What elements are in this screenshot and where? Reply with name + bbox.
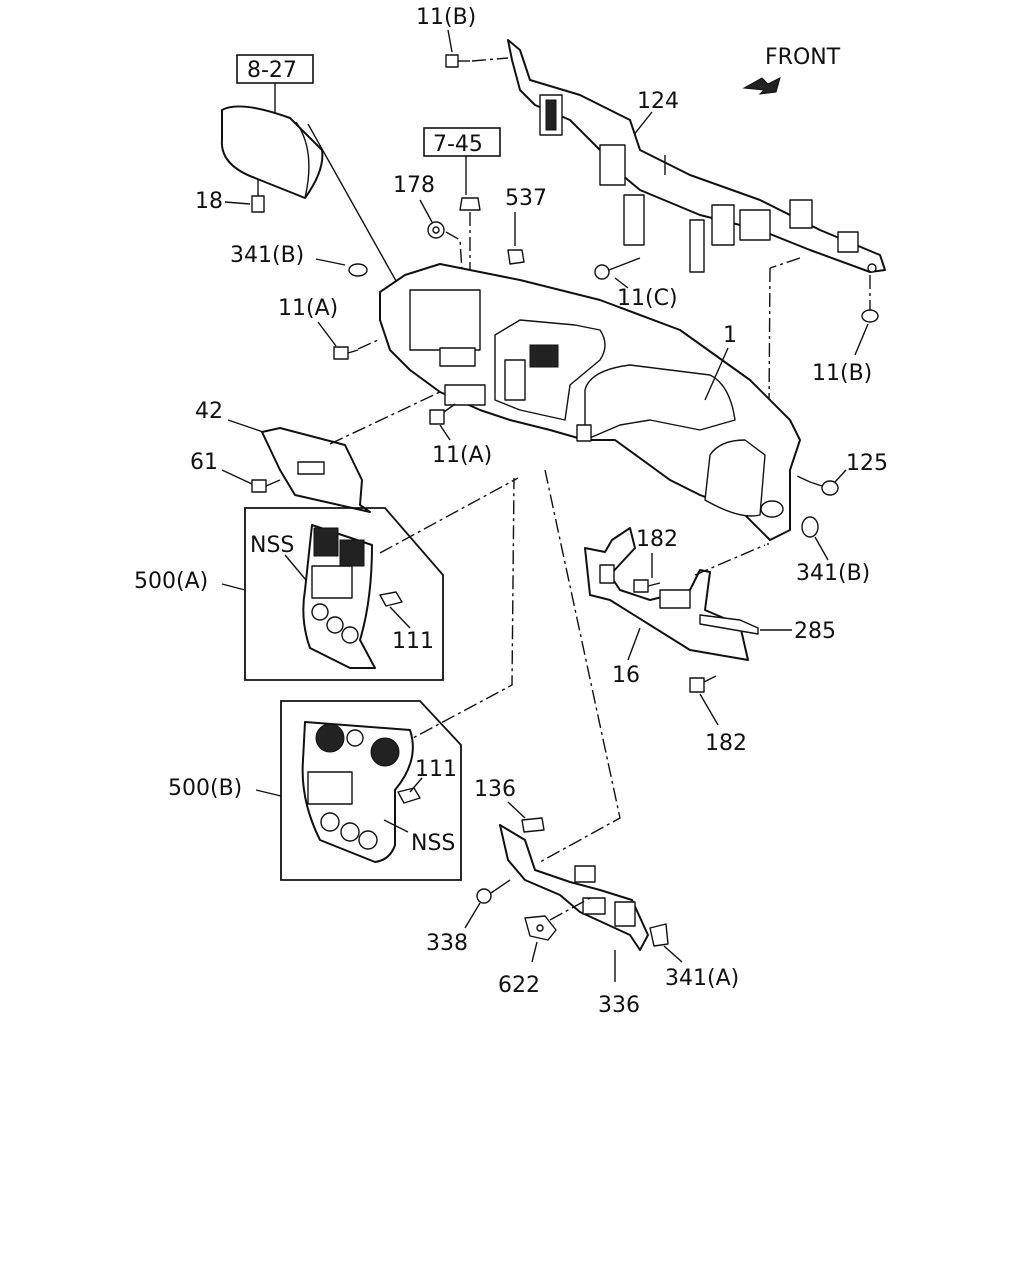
part-285-label: 285	[794, 619, 836, 644]
nut-537-icon	[507, 249, 525, 265]
clip-111a-icon	[379, 591, 403, 607]
part-124-label: 124	[637, 89, 679, 114]
ref-label-8-27: 8-27	[247, 58, 297, 83]
part-182-bottom-label: 182	[705, 731, 747, 756]
part-500b-label: 500(B)	[168, 776, 242, 801]
part-500a-label: 500(A)	[134, 569, 208, 594]
part-341b-right-label: 341(B)	[796, 561, 870, 586]
plug-341b-left-icon	[348, 263, 368, 277]
part-136-label: 136	[474, 777, 516, 802]
inset-500a-frame	[244, 507, 444, 681]
part-11a-left-label: 11(A)	[278, 296, 338, 321]
airbag-module	[220, 105, 324, 199]
ref-box-7-45	[423, 127, 501, 157]
part-182-top-label: 182	[636, 527, 678, 552]
part-16-label: 16	[612, 663, 640, 688]
part-341b-left-label: 341(B)	[230, 243, 304, 268]
part-336-label: 336	[598, 993, 640, 1018]
bolt-11b-top-icon	[445, 54, 470, 68]
part-338-label: 338	[426, 931, 468, 956]
bolt-125-icon	[809, 480, 839, 496]
nss-a-label: NSS	[250, 533, 294, 558]
switch-622-icon	[524, 915, 557, 941]
screw-18-icon	[251, 180, 265, 213]
bolt-11c-icon	[594, 257, 641, 280]
screw-338-icon	[476, 879, 511, 904]
part-125-label: 125	[846, 451, 888, 476]
bolt-182-bottom-icon	[689, 675, 717, 693]
part-622-label: 622	[498, 973, 540, 998]
nut-178-icon	[427, 221, 445, 239]
part-178-label: 178	[393, 173, 435, 198]
panel-display-icon	[529, 344, 559, 368]
bolt-182-top-icon	[633, 579, 661, 593]
part-11b-right-label: 11(B)	[812, 361, 872, 386]
part-11c-label: 11(C)	[617, 286, 678, 311]
bracket-285	[699, 614, 759, 635]
plug-341b-right-icon	[801, 516, 819, 538]
front-arrow-icon	[742, 77, 781, 95]
part-11b-top-label: 11(B)	[416, 5, 476, 30]
clip-111b-icon	[397, 787, 421, 804]
part-111a-label: 111	[392, 629, 434, 654]
part-11a-mid-label: 11(A)	[432, 443, 492, 468]
inset-500b-frame	[280, 700, 462, 881]
screw-61-icon	[251, 479, 281, 493]
plug-341a-icon	[649, 923, 669, 947]
bolt-11b-right-icon	[861, 300, 879, 323]
beam-brackets	[539, 94, 877, 273]
lower-cover-336	[499, 824, 649, 951]
part-61-label: 61	[190, 450, 218, 475]
part-42-label: 42	[195, 399, 223, 424]
nss-b-label: NSS	[411, 831, 455, 856]
ref-label-7-45: 7-45	[433, 132, 483, 157]
front-label: FRONT	[765, 45, 841, 70]
part-1-label: 1	[723, 323, 737, 348]
clip-136-icon	[521, 817, 545, 833]
part-111b-label: 111	[415, 757, 457, 782]
part-537-label: 537	[505, 186, 547, 211]
part-18-label: 18	[195, 189, 223, 214]
clip-7-45-icon	[459, 197, 481, 211]
bolt-11a-mid-icon	[429, 403, 456, 425]
part-341a-label: 341(A)	[665, 966, 739, 991]
reinforcement-16	[584, 527, 749, 661]
bolt-11a-left-icon	[333, 346, 359, 360]
